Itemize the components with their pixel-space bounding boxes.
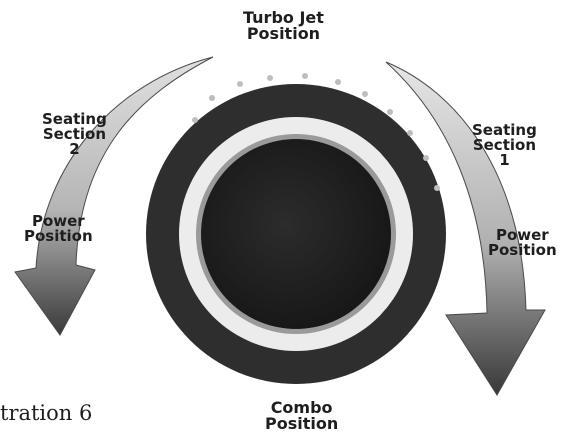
seating-section-2-label: Seating Section 2	[42, 112, 107, 157]
left-power-position-label: Power Position	[24, 214, 93, 244]
label-line: Position	[488, 243, 557, 258]
right-power-position-label: Power Position	[488, 228, 557, 258]
label-line: Position	[243, 26, 324, 42]
illustration-caption: tration 6	[0, 401, 92, 425]
label-line: Position	[24, 229, 93, 244]
seating-section-1-label: Seating Section 1	[472, 123, 537, 168]
jet-dot	[192, 117, 198, 123]
jet-dot	[335, 79, 341, 85]
combo-position-label: Combo Position	[265, 400, 338, 432]
jet-dot	[302, 73, 308, 79]
label-line: 1	[472, 153, 537, 168]
jet-dot	[209, 95, 215, 101]
jet-dot	[423, 155, 429, 161]
jet-dot	[267, 75, 273, 81]
center-disc	[201, 139, 391, 329]
jet-dot	[362, 91, 368, 97]
turbo-jet-position-label: Turbo Jet Position	[243, 10, 324, 42]
label-line: 2	[42, 142, 107, 157]
jet-dot	[237, 81, 243, 87]
label-line: Position	[265, 416, 338, 432]
jet-dot	[407, 130, 413, 136]
jet-dot	[434, 185, 440, 191]
jet-dot	[387, 109, 393, 115]
